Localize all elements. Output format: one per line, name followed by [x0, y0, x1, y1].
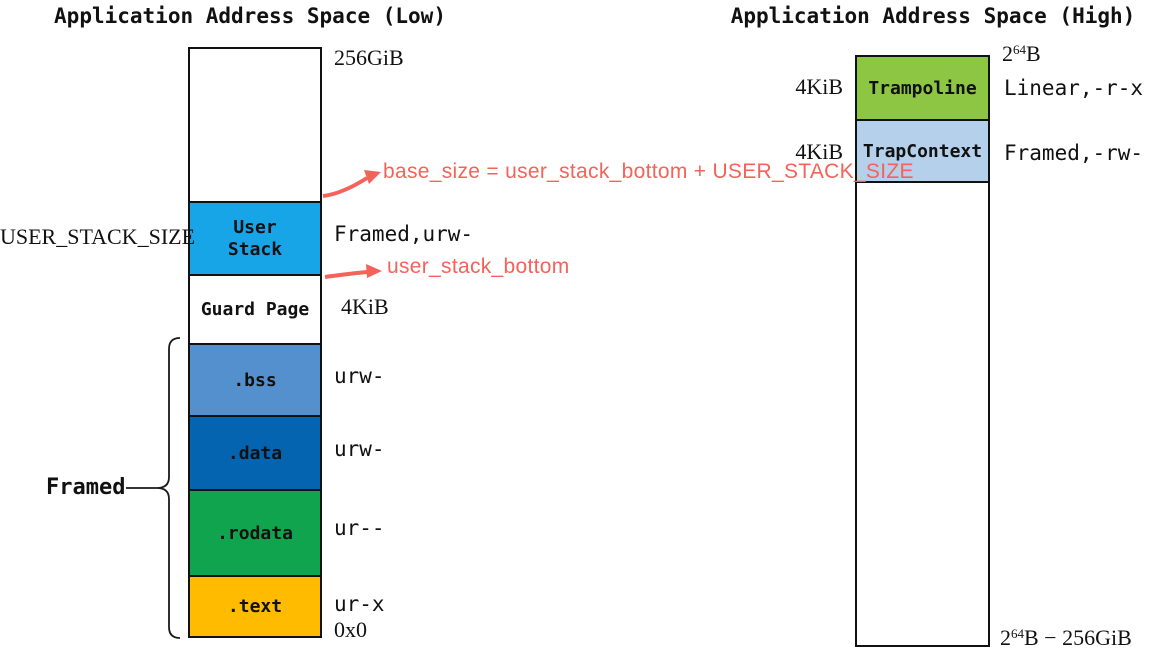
- text-label: .text: [227, 596, 283, 617]
- rodata-label: .rodata: [217, 522, 293, 544]
- base-size-annotation: base_size = user_stack_bottom + USER_STA…: [383, 160, 914, 183]
- segment-bss: .bss: [190, 343, 320, 415]
- segment-rodata: .rodata: [190, 489, 320, 575]
- right-top-address-label: 264B: [1002, 41, 1041, 66]
- trap-context-label: TrapContext: [862, 140, 983, 162]
- segment-text: .text: [190, 575, 320, 636]
- segment-free-space-low: [190, 49, 320, 201]
- segment-free-space-high: [857, 181, 988, 645]
- rodata-perm-label: ur--: [334, 516, 385, 540]
- user-stack-bottom-arrow: [324, 264, 382, 279]
- segment-data: .data: [190, 415, 320, 489]
- user-stack-bottom-annotation: user_stack_bottom: [387, 255, 570, 278]
- guard-page-label: Guard Page: [200, 299, 310, 320]
- framed-group-label: Framed: [46, 475, 126, 500]
- data-perm-label: urw-: [334, 437, 385, 461]
- left-bottom-address-label: 0x0: [334, 617, 367, 642]
- trampoline-perm-label: Linear,-r-x: [1004, 76, 1144, 100]
- bss-perm-label: urw-: [334, 364, 385, 388]
- right-title: Application Address Space (High): [730, 4, 1136, 28]
- trampoline-label: Trampoline: [868, 77, 977, 99]
- segment-trampoline: Trampoline: [857, 57, 988, 119]
- left-top-address-label: 256GiB: [334, 45, 404, 70]
- user-stack-perm-label: Framed,urw-: [334, 222, 474, 246]
- trap-context-perm-label: Framed,-rw-: [1004, 141, 1144, 165]
- guard-page-size-label: 4KiB: [341, 294, 389, 319]
- data-label: .data: [227, 442, 283, 464]
- segment-guard-page: Guard Page: [190, 274, 320, 343]
- user-stack-size-label: USER_STACK_SIZE: [0, 224, 196, 249]
- right-bottom-address-label: 264B − 256GiB: [1000, 625, 1132, 650]
- trampoline-size-label: 4KiB: [795, 74, 843, 99]
- segment-trap-context: TrapContext: [857, 119, 988, 181]
- bss-label: .bss: [233, 369, 277, 391]
- left-title: Application Address Space (Low): [54, 4, 446, 28]
- trap-context-size-label: 4KiB: [795, 139, 843, 164]
- framed-brace: [126, 337, 181, 639]
- right-address-space-box: Trampoline TrapContext: [855, 55, 990, 647]
- text-perm-label: ur-x: [334, 592, 385, 616]
- base-size-arrow: [322, 170, 381, 198]
